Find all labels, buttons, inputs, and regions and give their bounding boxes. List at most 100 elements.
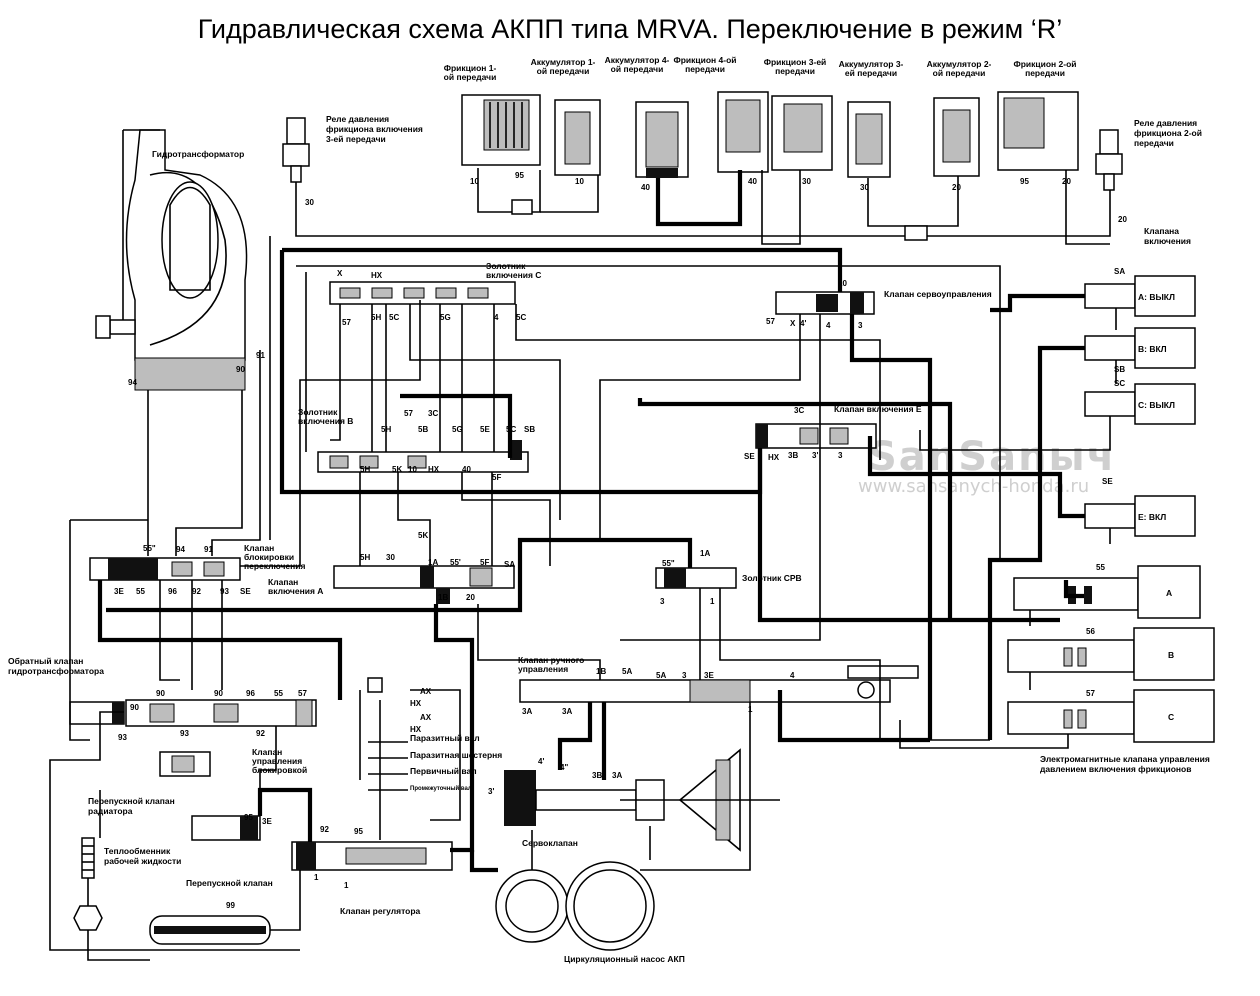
- port-57-lcv: 57: [298, 689, 307, 698]
- port-3p-sv: 3': [488, 787, 494, 796]
- solenoid-b: [1084, 327, 1196, 369]
- bypass-valve-label: Перепускной клапан: [186, 878, 273, 888]
- port-hx-1: HX: [410, 699, 422, 708]
- port-4p-sv: 4': [538, 757, 544, 766]
- pressure-solenoid-c: [1007, 689, 1215, 743]
- port-96-lcv: 96: [246, 689, 255, 698]
- valve-e: [755, 423, 877, 449]
- acc-2-label: Аккумулятор 2-ой передачи: [926, 60, 992, 78]
- idler-gear-label: Паразитная шестерня: [410, 750, 502, 760]
- port-92-rv: 92: [320, 825, 329, 834]
- port-94-lsv: 94: [176, 545, 185, 554]
- accumulator-1: [554, 99, 601, 176]
- port-30-relay: 30: [305, 198, 314, 207]
- port-55p-cpb: 55": [662, 559, 675, 568]
- valve-a-label: Клапан включения А: [268, 578, 324, 596]
- pressure-solenoid-a-port: 55: [1096, 563, 1105, 572]
- torque-converter-label: Гидротрансформатор: [152, 149, 244, 159]
- port-3p-ve: 3': [812, 451, 818, 460]
- regulator-valve-label: Клапан регулятора: [340, 906, 421, 916]
- port-sb-spb: SB: [524, 425, 535, 434]
- port-3-scv: 3: [858, 321, 863, 330]
- port-5k-spb: 5K: [392, 465, 402, 474]
- port-10-spb: 10: [408, 465, 417, 474]
- port-7-lsv: 3E: [114, 587, 124, 596]
- pressure-solenoid-b-text: B: [1168, 650, 1174, 660]
- pressure-relay-2: [1095, 129, 1123, 191]
- filter-icon: [367, 677, 383, 693]
- valve-a: [333, 565, 515, 604]
- port-99-sump: 99: [226, 901, 235, 910]
- regulator-valve: [291, 841, 453, 871]
- servo-control-valve: [775, 291, 875, 315]
- port-hx-spc: HX: [371, 271, 383, 280]
- port-3b-ve: 3B: [788, 451, 798, 460]
- port-10-acc1: 10: [575, 177, 584, 186]
- clutch-4: [717, 91, 769, 173]
- clutch-2-label: Фрикцион 2-ой передачи: [1013, 60, 1077, 78]
- port-hx-2: HX: [410, 725, 422, 734]
- spool-c: [329, 281, 516, 305]
- pressure-solenoid-b: [1007, 627, 1215, 681]
- port-57-scv: 57: [766, 317, 775, 326]
- servo-valve-label: Сервоклапан: [522, 838, 578, 848]
- port-20-relay2: 20: [1118, 215, 1127, 224]
- pressure-relay-3: [282, 117, 310, 183]
- port-7-bv: 3E: [262, 817, 272, 826]
- port-90-lcv: 90: [156, 689, 165, 698]
- port-4p-scv: 4': [800, 319, 806, 328]
- port-91-lsv: 91: [204, 545, 213, 554]
- relay-2-label: Реле давления фрикциона 2-ой передачи: [1134, 118, 1202, 148]
- port-10-scv: 10: [838, 279, 847, 288]
- port-1b-va: 1B: [438, 593, 448, 602]
- pressure-solenoid-c-text: C: [1168, 712, 1174, 722]
- port-x-spc: X: [337, 269, 343, 278]
- solenoid-e-state: E: ВКЛ: [1138, 512, 1166, 522]
- pressure-solenoid-a: [1013, 565, 1201, 619]
- port-1a-va: 1A: [428, 558, 438, 567]
- lockup-shift-valve-label: Клапан блокировки переключения: [244, 544, 306, 571]
- port-5H-spc: 5H: [371, 313, 381, 322]
- port-92-lcv: 92: [256, 729, 265, 738]
- port-55-lcv: 55: [274, 689, 283, 698]
- port-ax-2: AX: [420, 713, 432, 722]
- port-3c-spb: 3C: [428, 409, 438, 418]
- valve-e-label: Клапан включения Е: [834, 404, 922, 414]
- shaft-assembly: [620, 748, 780, 852]
- port-40-c4: 40: [748, 177, 757, 186]
- port-95-c1: 95: [515, 171, 524, 180]
- port-93-lsv: 93: [220, 587, 229, 596]
- spool-c-label: Золотник включения С: [486, 262, 542, 280]
- solenoid-e: [1084, 495, 1196, 537]
- lockup-control-valve: [125, 699, 317, 727]
- port-95-rv: 95: [354, 827, 363, 836]
- port-hx-ve: HX: [768, 453, 780, 462]
- clutch-1-label: Фрикцион 1-ой передачи: [443, 64, 497, 82]
- pressure-solenoid-a-text: A: [1166, 588, 1172, 598]
- heat-exchanger-label: Теплообменник рабочей жидкости: [104, 846, 182, 866]
- solenoids-label: Электромагнитные клапана управления давл…: [1040, 754, 1210, 774]
- port-3b-sv: 3B: [592, 771, 602, 780]
- servo-valve: [504, 770, 665, 826]
- port-5b-spb: 5B: [418, 425, 428, 434]
- clutch-4-label: Фрикцион 4-ой передачи: [673, 56, 737, 74]
- port-95-c2: 95: [1020, 177, 1029, 186]
- solenoid-a-state: A: ВЫКЛ: [1138, 292, 1175, 302]
- port-94-tc: 94: [128, 378, 137, 387]
- solenoid-a-port: SA: [1114, 267, 1125, 276]
- port-55-lsv: 55: [136, 587, 145, 596]
- port-3-mv: 3: [682, 671, 687, 680]
- port-96-lsv: 96: [168, 587, 177, 596]
- lockup-control-valve-label: Клапан управления блокировкой: [252, 748, 308, 775]
- port-hx-spb: HX: [428, 465, 440, 474]
- lockup-shift-valve: [89, 557, 241, 581]
- port-5f-va: 5F: [480, 558, 489, 567]
- port-3-cpb: 3: [660, 597, 665, 606]
- port-40-spb: 40: [462, 465, 471, 474]
- port-5G-spc: 5G: [440, 313, 451, 322]
- port-1-rv: 1: [314, 873, 319, 882]
- acc-1-label: Аккумулятор 1-ой передачи: [530, 58, 596, 76]
- port-95-bv: 95: [244, 813, 253, 822]
- solenoid-c-port: SC: [1114, 379, 1125, 388]
